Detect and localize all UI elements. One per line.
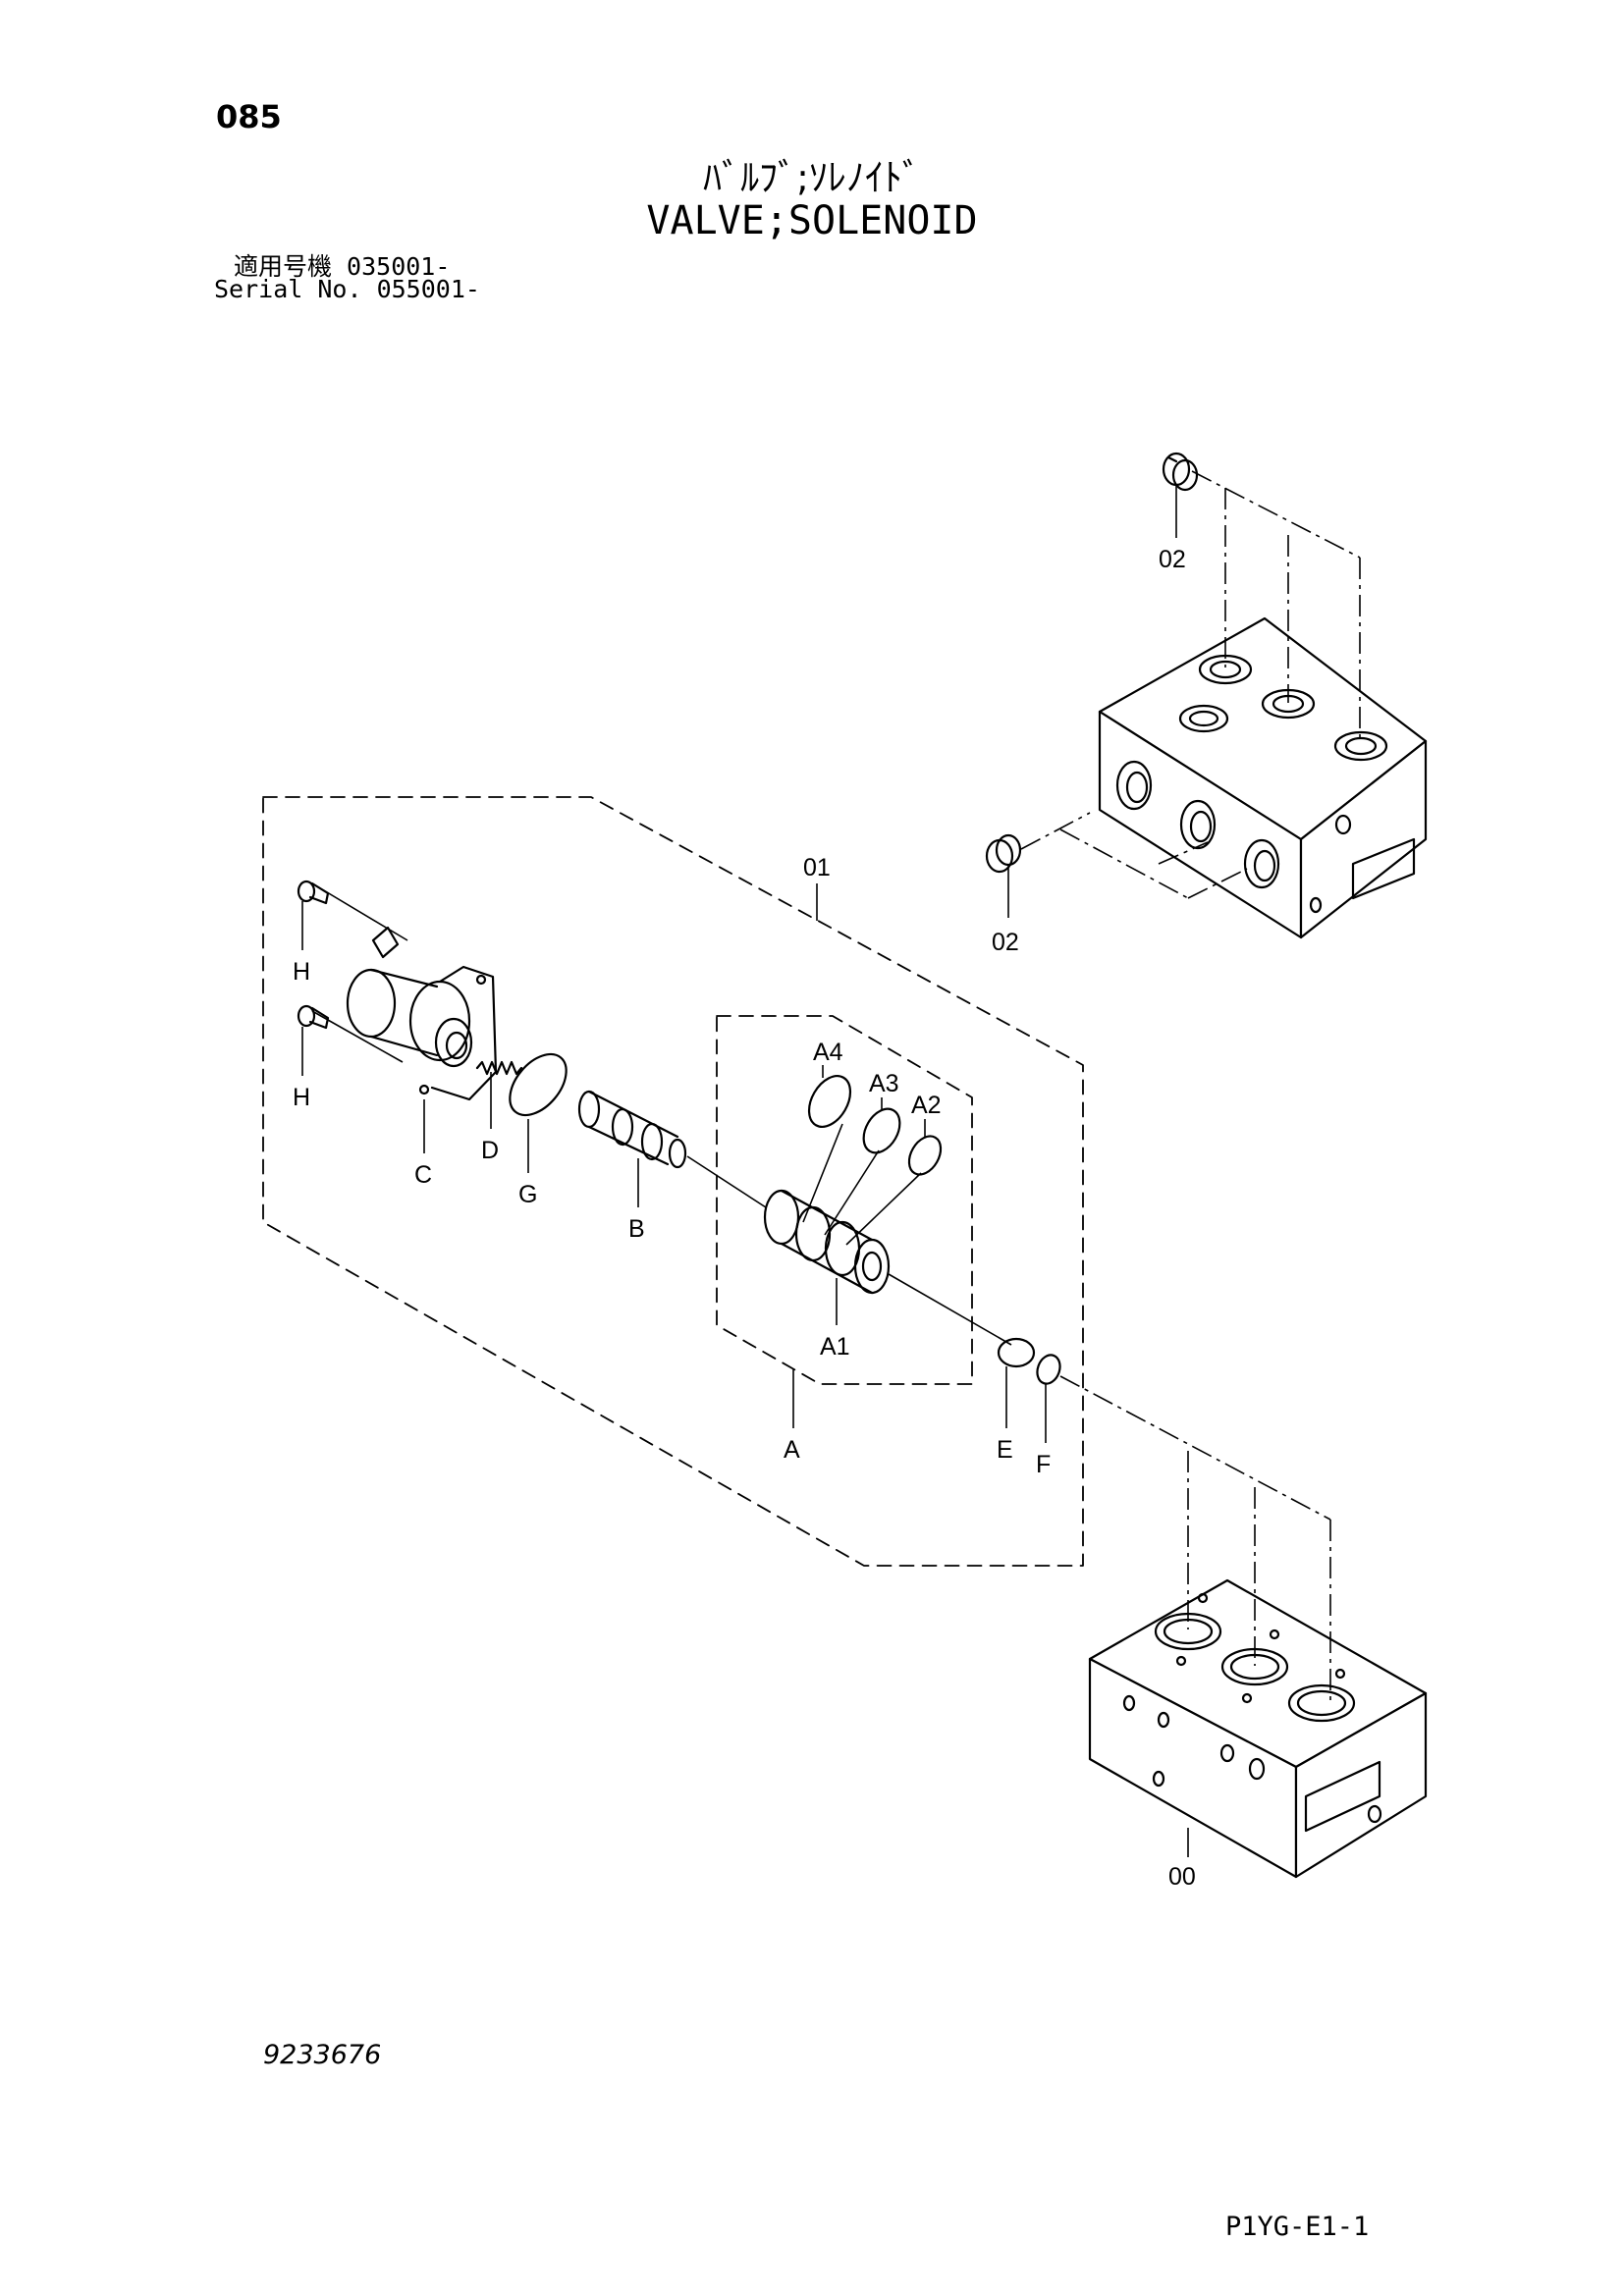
serial-line-jp: 適用号機 035001- [234,252,451,281]
callout-a1: A1 [820,1333,850,1361]
callout-a3: A3 [869,1070,899,1097]
callout-h-bottom: H [293,1084,310,1111]
callout-a2: A2 [911,1092,942,1119]
solenoid-coil [346,926,498,1101]
backup-ring-f [1036,1354,1061,1385]
callout-g: G [518,1181,537,1208]
callout-02-top: 02 [1159,546,1186,573]
o-ring-a3 [862,1107,901,1154]
spring-d [475,1060,523,1076]
page-number: 085 [216,98,282,135]
callout-a: A [784,1436,800,1464]
o-ring-a2 [907,1135,943,1176]
callout-b: B [628,1215,645,1243]
callout-f: F [1036,1451,1051,1478]
plug-e [997,1337,1036,1368]
o-ring-g [509,1052,568,1117]
callout-e: E [997,1436,1013,1464]
sheet-code: P1YG-E1-1 [1225,2212,1370,2242]
drawing-number: 9233676 [263,2040,382,2070]
callout-02-side: 02 [992,929,1019,956]
title-japanese: ﾊﾞﾙﾌﾞ;ｿﾚﾉｲﾄﾞ [703,156,921,199]
spool-b [577,1090,687,1169]
callout-01: 01 [803,854,831,881]
callout-c: C [414,1161,432,1189]
upper-valve-block [1098,616,1428,939]
callout-h-top: H [293,958,310,986]
kit-a-boundary [716,1015,973,1385]
callout-a4: A4 [813,1039,843,1066]
callout-d: D [481,1137,499,1164]
plug-02-top [1162,452,1199,492]
sleeve-a1 [763,1189,891,1295]
title-english: VALVE;SOLENOID [646,198,978,243]
lower-valve-block [1088,1578,1428,1879]
plug-02-side [985,833,1022,874]
o-ring-a4 [807,1075,852,1128]
kit-01-boundary [262,796,1084,1567]
screw-h-bottom [297,1004,330,1030]
serial-line-en: Serial No. 055001- [214,275,480,303]
callout-00: 00 [1168,1863,1196,1891]
